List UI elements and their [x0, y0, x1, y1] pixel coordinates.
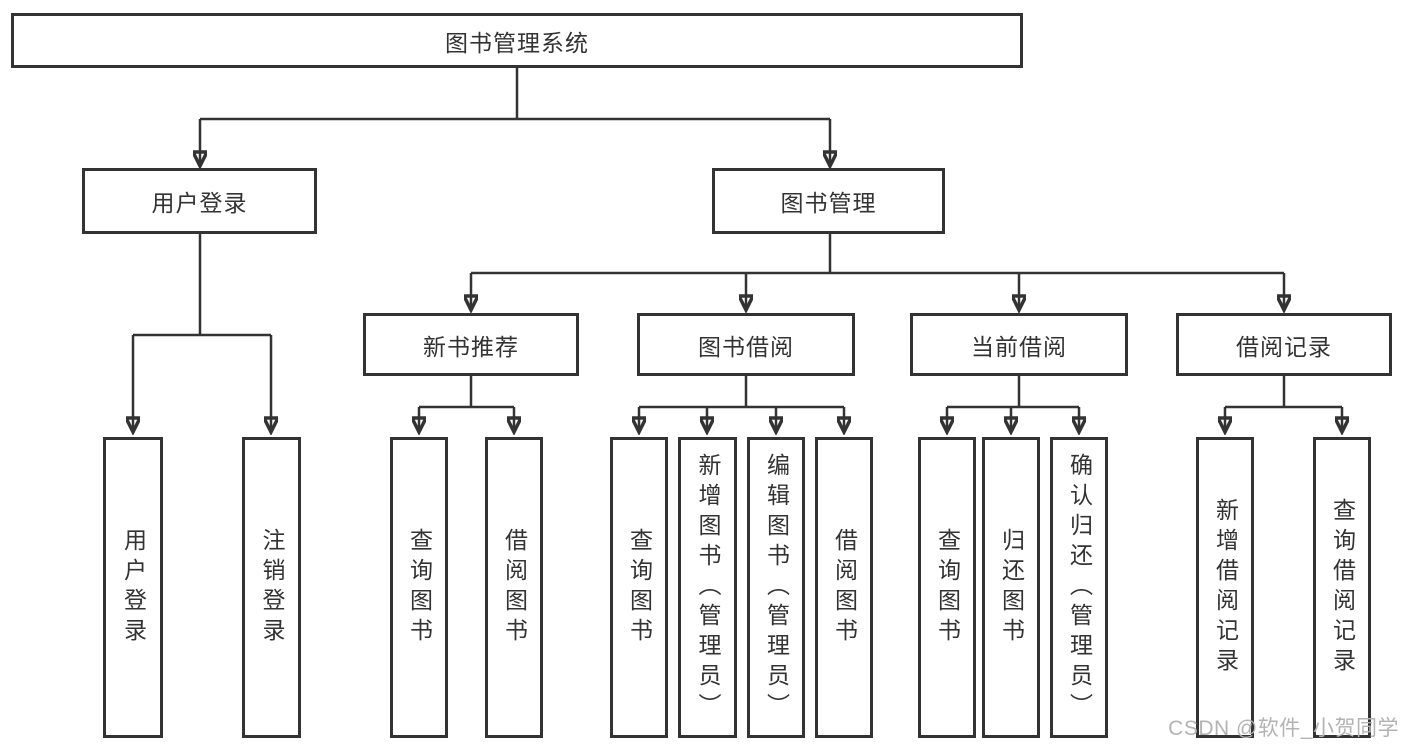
- node-label: 注销登录: [259, 527, 285, 648]
- leaf-add-books-admin: 新增图书（管理员）: [678, 437, 737, 738]
- node-label: 查询图书: [406, 527, 433, 648]
- node-user-login: 用户登录: [82, 168, 317, 234]
- leaf-edit-books-admin: 编辑图书（管理员）: [747, 437, 805, 738]
- node-label: 查询借阅记录: [1329, 497, 1356, 678]
- node-label: 图书管理系统: [445, 29, 589, 56]
- node-label: 编辑图书（管理员）: [763, 452, 790, 723]
- leaf-add-borrow-record: 新增借阅记录: [1196, 437, 1254, 738]
- leaf-borrow-books-borrowing: 借阅图书: [815, 437, 873, 738]
- node-book-borrowing: 图书借阅: [637, 313, 855, 376]
- node-label: 新增图书（管理员）: [695, 452, 721, 723]
- leaf-logout-login: 注销登录: [242, 437, 301, 738]
- node-current-borrowing: 当前借阅: [910, 313, 1128, 376]
- leaf-query-books-recommend: 查询图书: [390, 437, 448, 738]
- node-label: 借阅图书: [831, 527, 858, 648]
- node-label: 新增借阅记录: [1212, 497, 1239, 678]
- node-label: 查询图书: [934, 527, 961, 648]
- node-label: 借阅图书: [501, 527, 528, 648]
- node-label: 用户登录: [120, 527, 147, 648]
- node-new-book-recommendation: 新书推荐: [363, 313, 579, 376]
- leaf-user-login: 用户登录: [103, 437, 163, 738]
- leaf-query-borrow-record: 查询借阅记录: [1313, 437, 1371, 738]
- node-borrowing-records: 借阅记录: [1176, 313, 1392, 376]
- leaf-return-books: 归还图书: [982, 437, 1040, 738]
- node-label: 新书推荐: [423, 333, 519, 360]
- node-label: 确认归还（管理员）: [1066, 452, 1093, 723]
- node-label: 当前借阅: [971, 333, 1067, 360]
- node-label: 用户登录: [151, 190, 248, 216]
- node-label: 图书借阅: [698, 333, 794, 360]
- leaf-query-books-current: 查询图书: [918, 437, 976, 738]
- node-label: 图书管理: [780, 190, 877, 216]
- leaf-borrow-books-recommend: 借阅图书: [485, 437, 543, 738]
- node-label: 归还图书: [998, 527, 1025, 648]
- csdn-watermark: CSDN @软件_小贺同学: [1168, 717, 1399, 740]
- node-book-management: 图书管理: [712, 168, 945, 234]
- leaf-query-books-borrowing: 查询图书: [610, 437, 668, 738]
- node-label: 借阅记录: [1236, 333, 1332, 360]
- node-label: 查询图书: [626, 527, 653, 648]
- leaf-confirm-return-admin: 确认归还（管理员）: [1050, 437, 1108, 738]
- node-library-management-system: 图书管理系统: [11, 13, 1023, 68]
